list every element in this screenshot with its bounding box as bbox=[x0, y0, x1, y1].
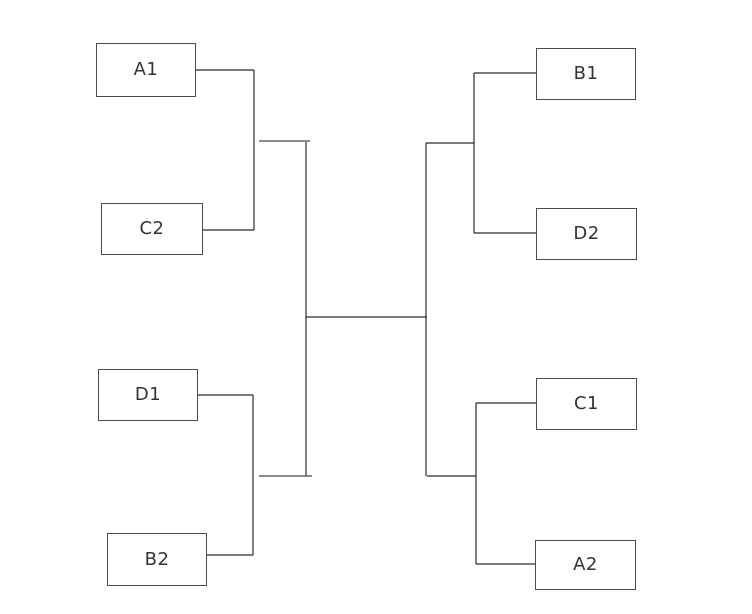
node-label-c1: C1 bbox=[573, 393, 600, 414]
bracket-node-d2: D2 bbox=[536, 208, 637, 260]
node-label-d2: D2 bbox=[573, 223, 600, 244]
node-label-b1: B1 bbox=[573, 63, 599, 84]
node-label-c2: C2 bbox=[139, 218, 165, 239]
connector-left-top-pair bbox=[196, 69, 255, 231]
bracket-node-c1: C1 bbox=[536, 378, 637, 430]
connector-left-bottom-pair bbox=[198, 394, 254, 556]
node-label-d1: D1 bbox=[134, 384, 162, 405]
node-label-a2: A2 bbox=[573, 554, 598, 575]
bracket-node-b2: B2 bbox=[107, 533, 207, 586]
connector-right-top-pair bbox=[473, 72, 536, 234]
bracket-node-a1: A1 bbox=[96, 43, 196, 97]
node-label-b2: B2 bbox=[144, 548, 170, 570]
bracket-node-d1: D1 bbox=[98, 369, 198, 421]
connector-right-bottom-pair bbox=[475, 402, 536, 565]
bracket-node-b1: B1 bbox=[536, 48, 636, 100]
bracket-node-a2: A2 bbox=[535, 540, 636, 590]
bracket-node-c2: C2 bbox=[101, 203, 203, 255]
node-label-a1: A1 bbox=[133, 59, 159, 80]
connector-right-semifinal bbox=[425, 142, 476, 477]
